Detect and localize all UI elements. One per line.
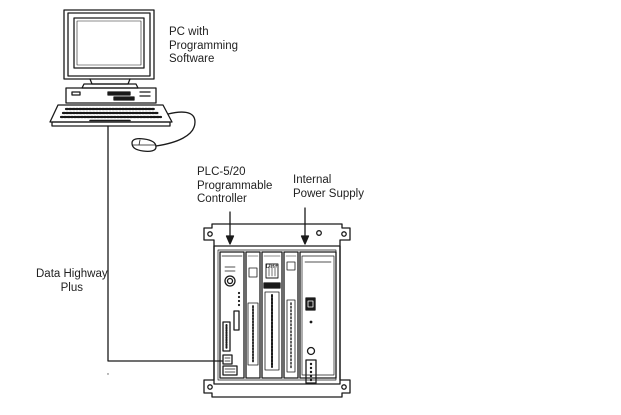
- pc-label-line-1: PC with: [169, 26, 209, 38]
- power-terminal-block-icon: [305, 359, 317, 384]
- mouse-cable: [155, 111, 196, 147]
- io-module-2: [261, 251, 283, 379]
- plc-label-line-1: PLC-5/20: [197, 166, 246, 178]
- io-module-1: [245, 251, 261, 379]
- plc-chassis: [203, 223, 351, 398]
- pc-label-line-2: Programming: [169, 39, 239, 52]
- io-modules: [245, 251, 299, 379]
- keyboard-icon: [49, 104, 173, 127]
- dh-plus-connector-icon: [222, 354, 238, 376]
- plc-label: PLC-5/20 Programmable Controller: [197, 166, 272, 207]
- chassis-dh-plus-tag: DH+: [265, 264, 279, 270]
- power-supply-pointer-arrowhead: [300, 235, 310, 245]
- network-label-line-1: Data Highway: [36, 268, 108, 280]
- power-supply-label-line-1: Internal: [293, 174, 332, 186]
- power-supply-label-line-2: Power Supply: [293, 187, 364, 200]
- mouse-icon: [131, 137, 157, 153]
- fuse-icon: [306, 346, 316, 356]
- plc-label-line-2: Programmable: [197, 179, 273, 192]
- network-label: Data Highway Plus: [36, 268, 108, 295]
- io-module-3: [283, 251, 299, 379]
- power-switch-icon: [305, 297, 316, 311]
- serial-port-icon: [222, 321, 231, 352]
- plc-label-line-3: Controller: [197, 193, 247, 205]
- system-unit-icon: [65, 87, 157, 104]
- power-supply-module: [299, 207, 337, 384]
- power-supply-label: Internal Power Supply: [293, 174, 364, 201]
- power-led-icon: [309, 320, 313, 324]
- pc-workstation: [49, 9, 196, 153]
- pc-label: PC with Programming Software: [169, 26, 238, 67]
- monitor-icon: [63, 9, 155, 89]
- pc-label-line-3: Software: [169, 53, 215, 65]
- network-label-line-2: Plus: [60, 281, 83, 294]
- plc-pointer-arrowhead: [225, 235, 235, 245]
- plc-processor-module: [219, 211, 245, 379]
- keyswitch-icon: [224, 275, 236, 287]
- stray-mark: [107, 373, 109, 375]
- data-highway-plus-cable: [107, 125, 223, 362]
